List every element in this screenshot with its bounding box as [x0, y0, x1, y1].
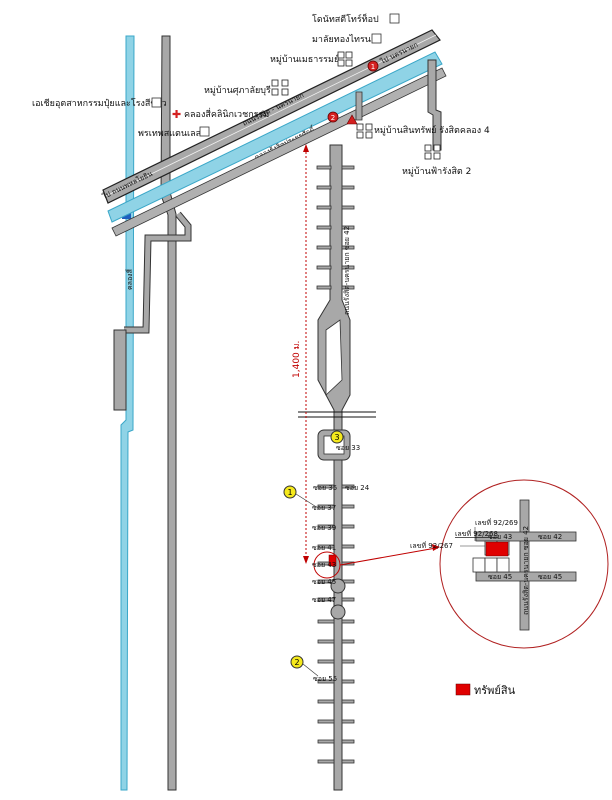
asia-factory-label: เอเชียอุตสาหกรรมปุ๋ยและโรงสีข้าว — [32, 98, 167, 109]
marker-3: 3 — [330, 430, 344, 444]
inset-plot-b-label: เลขที่ 92/268 — [455, 529, 498, 538]
village-sinsap-label: หมู่บ้านสินทรัพย์ รังสิตคลอง 4 — [374, 124, 490, 136]
property-marker-inset — [485, 541, 509, 557]
village-sakul-label: หมู่บ้านศุภาลัยบุรี — [204, 85, 271, 96]
roundabouts — [330, 578, 346, 620]
poi-marker-2-text: 2 — [331, 114, 335, 122]
marker-1-text: 1 — [287, 488, 292, 497]
village-sakul-house-icon — [271, 79, 289, 96]
wedding-box-icon — [371, 33, 382, 44]
soi-55-label: ซอย 55 — [313, 675, 337, 683]
wedding-label: มาลัยทองไทรนา — [312, 34, 376, 45]
donut-label: โดนัทสตีโทร์ท็อป — [312, 12, 379, 25]
inset-soi-42-label: ซอย 42 — [538, 533, 562, 541]
marker-2: 2 — [290, 655, 319, 677]
inset-soi-45-left-label: ซอย 45 — [488, 573, 512, 581]
poi-marker-1: 1 — [367, 60, 379, 72]
soi-39-label: ซอย 39 — [312, 524, 336, 532]
prathep-box-icon — [199, 126, 210, 137]
inset-soi-45-right-label: ซอย 45 — [538, 573, 562, 581]
soi-33-label: ซอย 33 — [336, 444, 360, 452]
left-vertical-road — [113, 35, 192, 791]
road-break-marker — [298, 411, 376, 418]
soi-37-label: ซอย 37 — [312, 504, 336, 512]
canal-4-label: คลองสี่ — [125, 268, 134, 290]
soi-45-label: ซอย 45 — [312, 578, 336, 586]
canal-klong-4 — [120, 35, 135, 791]
inset-soi-43-label: ซอย 43 — [488, 533, 512, 541]
poi-marker-1-text: 1 — [371, 63, 375, 71]
marker-3-text: 3 — [334, 433, 339, 442]
side-streets — [316, 165, 355, 764]
marker-2-text: 2 — [294, 658, 299, 667]
inset-plot-a-label: เลขที่ 92/269 — [475, 518, 518, 527]
inset-connector — [339, 544, 440, 566]
marker-1: 1 — [283, 485, 319, 509]
asia-factory-box-icon — [151, 97, 162, 108]
village-tharamai-label: หมู่บ้านเมธารรมย์ — [270, 53, 339, 65]
main-road-rangsit-nakhonnayok — [102, 29, 441, 204]
village-tharamai-house-icon — [337, 51, 353, 67]
soi-47-label: ซอย 47 — [312, 596, 336, 604]
clinic-label: คลองสี่คลินิกเวชกรรม — [184, 107, 269, 120]
donut-box-icon — [389, 13, 400, 24]
village-fahrangsit-label: หมู่บ้านฟ้ารังสิต 2 — [402, 166, 471, 177]
inset-vertical-road-label: ถนนรังสิต-นครนายก ซอย 42 — [522, 526, 530, 615]
soi-41-label: ซอย 41 — [312, 544, 336, 552]
soi-road-label: ถนนรังสิต-นครนายก ซอย 42 — [343, 226, 351, 315]
village-sinsap-house-icon — [356, 123, 373, 139]
poi-flag-icon — [346, 114, 358, 125]
poi-marker-2: 2 — [327, 111, 339, 123]
village-fahrangsit-house-icon — [424, 144, 441, 160]
distance-label: 1,400 ม. — [292, 341, 302, 378]
inset-plot-c-label: เลขที่ 92/267 — [410, 541, 453, 550]
legend-property-swatch — [455, 683, 471, 696]
soi-24-label: ซอย 24 — [345, 484, 370, 492]
right-top-road — [355, 59, 442, 151]
soi-43-label: ซอย 43 — [312, 561, 336, 569]
legend-property-label: ทรัพย์สิน — [474, 684, 516, 697]
clinic-cross-icon: ✚ — [172, 108, 181, 121]
soi-35-label: ซอย 35 — [313, 484, 337, 492]
distance-indicator — [303, 144, 309, 564]
prathep-label: พรเทพสแตนเลส — [138, 129, 202, 139]
property-marker-main — [328, 554, 337, 567]
